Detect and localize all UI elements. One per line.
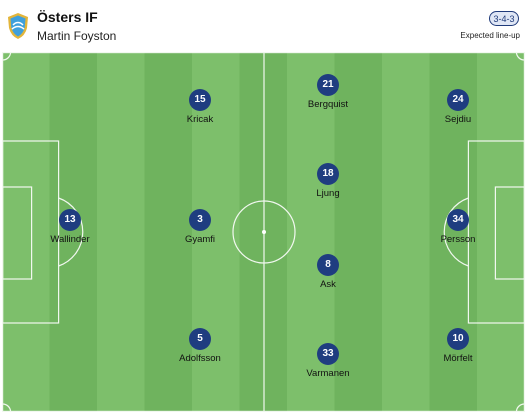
player-morfelt[interactable]: 10 Mörfelt (418, 328, 498, 364)
player-number: 8 (317, 254, 339, 276)
pitch-lines (2, 52, 525, 412)
pitch: 13 Wallinder 15 Kricak 3 Gyamfi 5 Adolfs… (2, 52, 525, 412)
player-persson[interactable]: 34 Persson (418, 209, 498, 245)
player-name: Varmanen (306, 368, 350, 379)
player-number: 13 (59, 209, 81, 231)
player-number: 21 (317, 74, 339, 96)
lineup-label: Expected line-up (460, 31, 520, 40)
player-name: Mörfelt (443, 353, 473, 364)
player-name: Persson (440, 234, 476, 245)
coach-name: Martin Foyston (37, 29, 117, 43)
team-name: Östers IF (37, 9, 98, 25)
player-name: Bergquist (307, 99, 349, 110)
player-name: Gyamfi (184, 234, 216, 245)
player-number: 5 (189, 328, 211, 350)
player-wallinder[interactable]: 13 Wallinder (30, 209, 110, 245)
player-number: 34 (447, 209, 469, 231)
player-sejdiu[interactable]: 24 Sejdiu (418, 89, 498, 125)
player-gyamfi[interactable]: 3 Gyamfi (160, 209, 240, 245)
player-kricak[interactable]: 15 Kricak (160, 89, 240, 125)
player-name: Ask (320, 279, 336, 290)
player-number: 3 (189, 209, 211, 231)
player-number: 18 (317, 163, 339, 185)
player-number: 15 (189, 89, 211, 111)
player-number: 10 (447, 328, 469, 350)
player-name: Sejdiu (444, 114, 472, 125)
player-adolfsson[interactable]: 5 Adolfsson (160, 328, 240, 364)
player-name: Wallinder (50, 234, 90, 245)
player-ljung[interactable]: 18 Ljung (288, 163, 368, 199)
player-name: Ljung (316, 188, 340, 199)
formation-badge: 3-4-3 (489, 11, 519, 26)
player-ask[interactable]: 8 Ask (288, 254, 368, 290)
player-name: Kricak (186, 114, 214, 125)
pitch-stripes (2, 52, 525, 412)
player-varmanen[interactable]: 33 Varmanen (288, 343, 368, 379)
player-name: Adolfsson (179, 353, 221, 364)
club-crest-icon (8, 13, 28, 39)
player-number: 24 (447, 89, 469, 111)
player-number: 33 (317, 343, 339, 365)
team-header: Östers IF Martin Foyston 3-4-3 Expected … (0, 0, 525, 52)
player-bergquist[interactable]: 21 Bergquist (288, 74, 368, 110)
